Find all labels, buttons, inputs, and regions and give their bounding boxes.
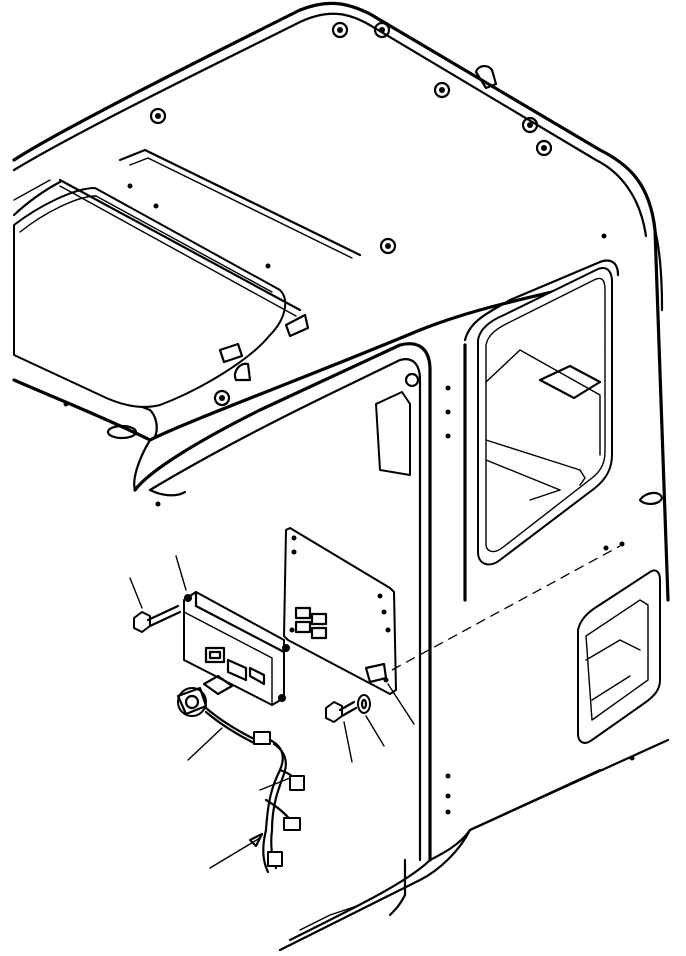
roof-bolt-center	[337, 27, 343, 33]
roof-bolt	[379, 237, 397, 255]
roof-bolt	[331, 21, 349, 39]
plate-hole	[291, 549, 297, 555]
roof-bolt-center	[541, 145, 547, 151]
roof-bolt	[535, 139, 553, 157]
roof-bolt-center	[385, 243, 391, 249]
bolt	[325, 700, 358, 723]
mounting-plate	[283, 527, 397, 695]
leader-lines	[129, 545, 621, 869]
body-rivets	[63, 183, 635, 815]
roof-bolt-center	[379, 27, 385, 33]
roof-bolt-center	[439, 87, 445, 93]
bolt	[133, 604, 182, 633]
roof-bolt	[373, 21, 391, 39]
body-rivet	[265, 263, 271, 269]
roof-bolt	[149, 107, 167, 125]
body-rivet	[445, 409, 451, 415]
door-panel	[375, 372, 420, 476]
roof-bolts	[149, 21, 553, 407]
roof-bolt	[213, 389, 231, 407]
wiring-harness	[176, 674, 305, 874]
body-rivet	[445, 433, 451, 439]
cab-shell	[12, 1, 670, 952]
roof-bolt-center	[527, 122, 533, 128]
body-rivet	[619, 541, 625, 547]
side-window	[477, 267, 613, 566]
roof-bolt-center	[155, 113, 161, 119]
roof-bolt	[433, 81, 451, 99]
roof-bolt	[521, 116, 539, 134]
controller-unit	[183, 590, 290, 706]
plate-hole	[291, 535, 297, 541]
body-rivet	[445, 773, 451, 779]
plate-hole	[377, 593, 383, 599]
plate-hole	[289, 627, 295, 633]
body-rivet	[603, 545, 609, 551]
body-rivet	[445, 793, 451, 799]
plate-hole	[381, 609, 387, 615]
body-rivet	[445, 809, 451, 815]
body-rivet	[629, 755, 635, 761]
roof-bolt-center	[219, 395, 225, 401]
body-rivet	[63, 401, 69, 407]
body-rivet	[445, 385, 451, 391]
plate-hole	[385, 627, 391, 633]
body-rivet	[601, 233, 607, 239]
body-rivet	[153, 203, 159, 209]
door-opening	[577, 569, 661, 744]
body-rivet	[127, 183, 133, 189]
washer	[357, 694, 371, 714]
body-rivet	[155, 501, 161, 507]
